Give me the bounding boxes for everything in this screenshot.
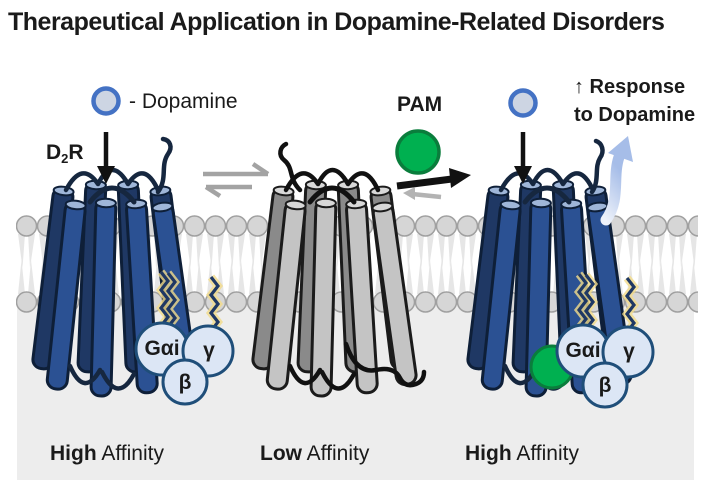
g-protein-complex-right	[529, 323, 655, 409]
receptor-left-n-terminus	[155, 136, 173, 195]
state-label-low-affinity: Low Affinity	[260, 442, 370, 465]
dopamine-binding-arrow-left	[97, 132, 115, 184]
equilibrium-arrows	[203, 162, 270, 198]
diagram-title: Therapeutical Application in Dopamine-Re…	[8, 8, 665, 36]
g-beta-label-right: β	[598, 374, 612, 397]
response-arrow	[600, 136, 633, 226]
g-gamma-label-right: γ	[623, 340, 635, 363]
dopamine-molecule-legend	[91, 86, 121, 116]
g-beta-label-left: β	[178, 371, 192, 394]
g-protein-complex-left	[134, 321, 235, 406]
receptor-middle-c-terminus	[343, 341, 427, 388]
pam-shift-arrow	[396, 168, 471, 200]
dopamine-molecule-right	[508, 88, 538, 118]
g-alpha-label-right: Gαi	[565, 339, 601, 362]
state-label-high-affinity-right: High Affinity	[465, 442, 579, 465]
receptor-d2r-label: D2R	[46, 141, 84, 166]
g-gamma-label-left: γ	[203, 339, 215, 362]
pam-molecule	[395, 129, 441, 175]
dopamine-legend-label: - Dopamine	[129, 90, 238, 113]
receptor-middle-n-terminus	[278, 141, 303, 193]
pam-label: PAM	[397, 93, 443, 116]
receptor-right-n-terminus	[589, 138, 605, 195]
g-alpha-label-left: Gαi	[144, 337, 180, 360]
dopamine-binding-arrow-right	[514, 132, 532, 184]
state-label-high-affinity-left: High Affinity	[50, 442, 164, 465]
